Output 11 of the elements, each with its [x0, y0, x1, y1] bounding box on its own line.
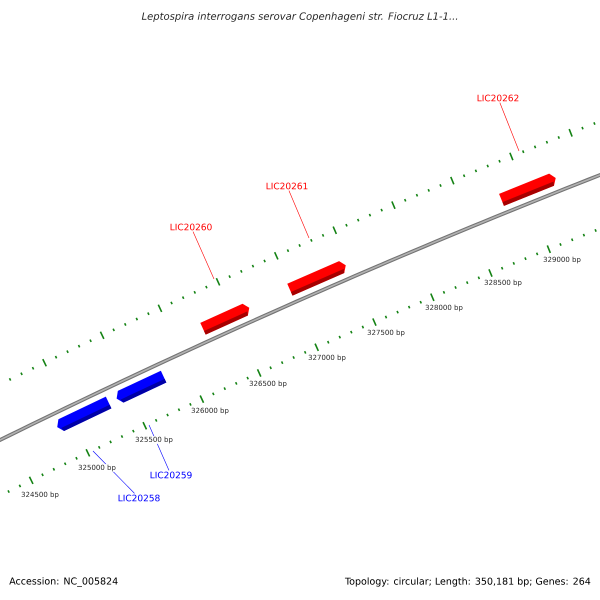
- gene-label: LIC20262: [478, 94, 518, 102]
- accession-text: Accession: NC_005824: [9, 577, 118, 587]
- summary-text: Topology: circular; Length: 350,181 bp; Genes: 264: [344, 577, 590, 587]
- gene-label: LIC20260: [170, 224, 212, 230]
- leader-line: [288, 190, 310, 238]
- gene-label: LIC20259: [150, 472, 192, 478]
- gene-label: LIC20258: [118, 494, 160, 502]
- leader-line: [500, 102, 520, 152]
- gene-label: LIC20261: [266, 182, 308, 190]
- title: Leptospira interrogans serovar Copenhageni str. Fiocruz L1-1...: [142, 12, 458, 22]
- leader-line: [192, 231, 214, 280]
